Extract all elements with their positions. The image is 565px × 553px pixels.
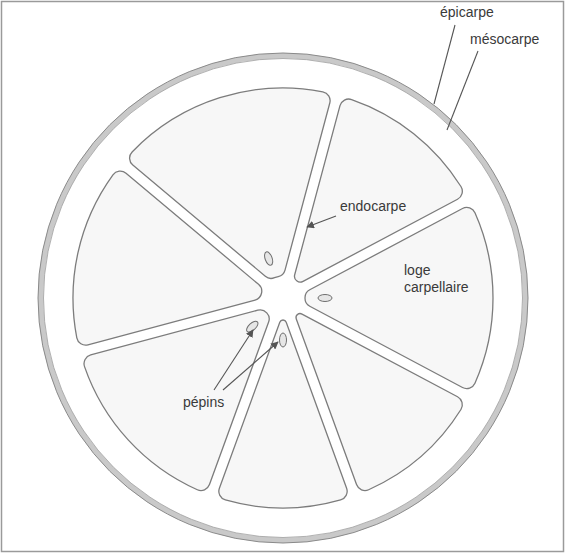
part-label: endocarpe <box>340 198 406 215</box>
part-label: loge carpellaire <box>404 262 492 296</box>
leader-lines <box>214 25 478 390</box>
epicarp-ring <box>38 53 528 543</box>
leader-line <box>434 25 455 104</box>
part-label: épicarpe <box>440 4 494 21</box>
fruit-section <box>38 53 528 543</box>
seed <box>318 295 332 302</box>
part-label: pépins <box>183 394 224 411</box>
leader-line <box>223 342 278 390</box>
seed <box>263 251 274 267</box>
leader-line <box>447 51 478 130</box>
leader-line <box>307 216 336 227</box>
part-label: mésocarpe <box>470 31 539 48</box>
seed <box>280 333 287 347</box>
carpel-segment <box>130 88 331 278</box>
mesocarp-zone <box>44 59 523 538</box>
